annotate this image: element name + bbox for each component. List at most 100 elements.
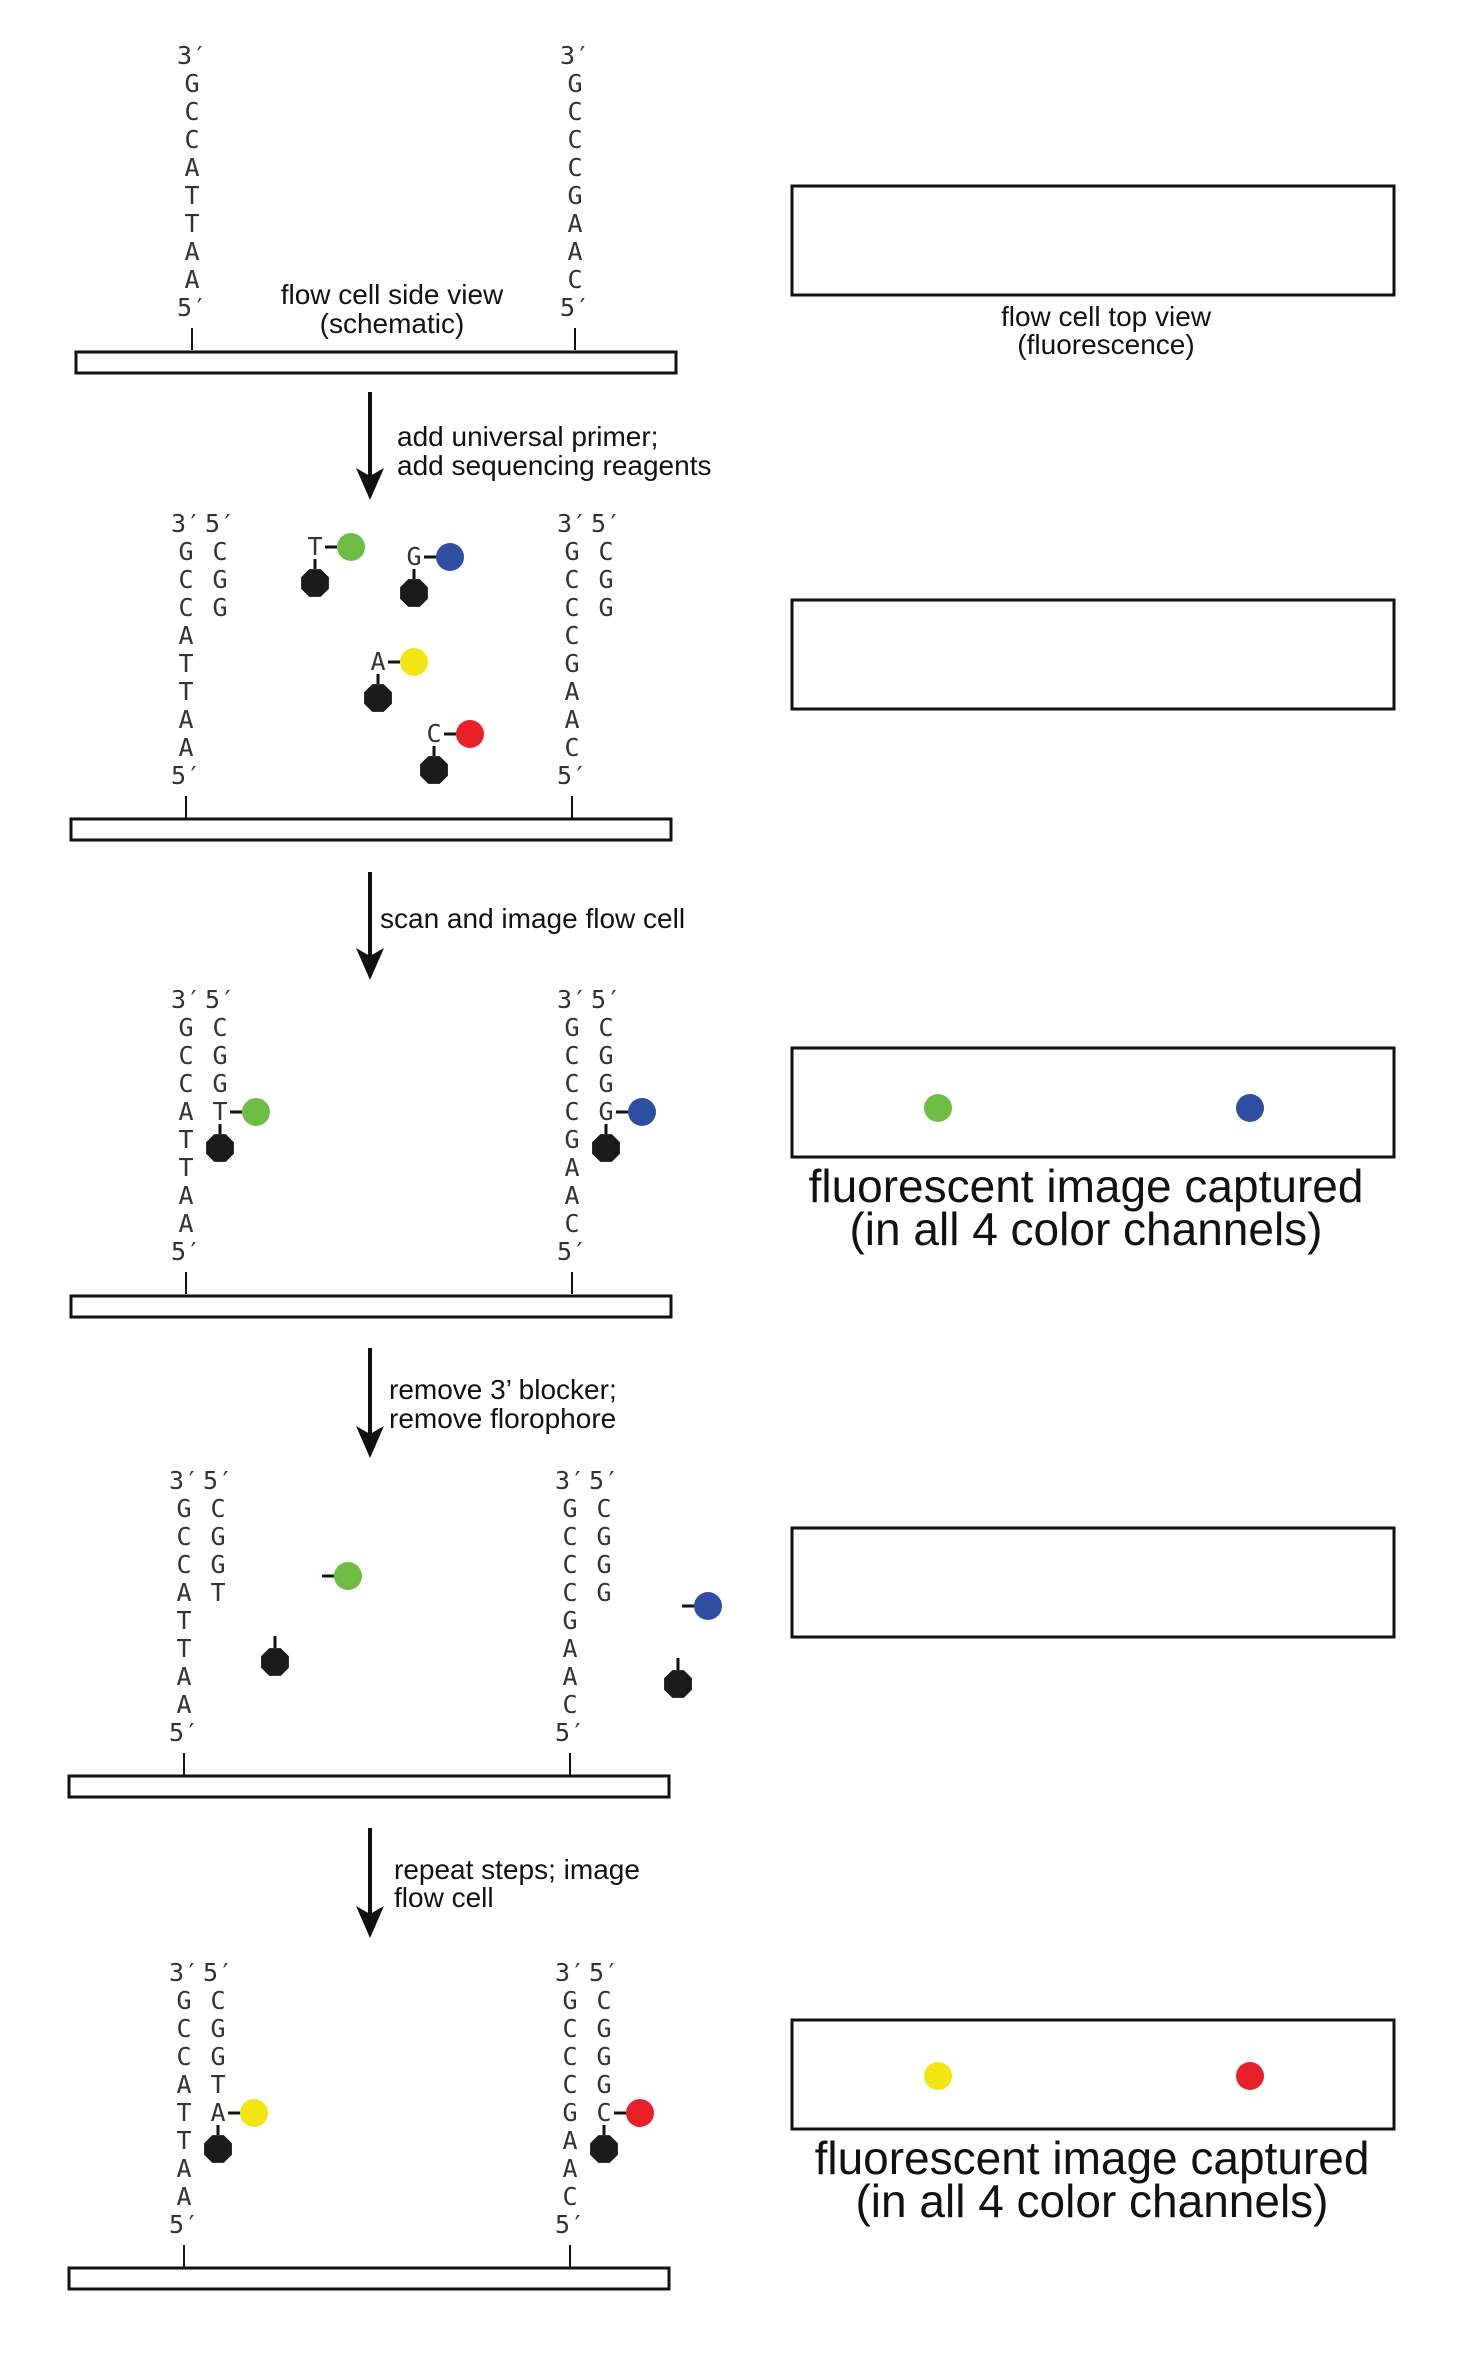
primer-base: G (210, 1550, 225, 1579)
template-base: G (564, 649, 579, 678)
template-base: C (567, 265, 582, 294)
primer-base: G (212, 1041, 227, 1070)
template-base: C (178, 1069, 193, 1098)
template-base: C (564, 733, 579, 762)
template-base: G (178, 537, 193, 566)
template-base: G (184, 69, 199, 98)
primer-5prime-label: 5′ (589, 1466, 619, 1495)
template-5prime-label: 5′ (169, 1718, 199, 1747)
fluorophore-C (626, 2099, 654, 2127)
template-base: T (184, 209, 199, 238)
primer-base: C (596, 1986, 611, 2015)
step-arrow-3: remove 3’ blocker; remove florophore (356, 1348, 617, 1458)
flow-cell-top-view (790, 598, 1396, 711)
template-3prime-label: 3′ (171, 985, 201, 1014)
template-5prime-label: 5′ (560, 293, 590, 322)
primer-5prime-label: 5′ (591, 985, 621, 1014)
template-base: T (176, 1634, 191, 1663)
primer-base: C (210, 1986, 225, 2015)
template-base: C (562, 1550, 577, 1579)
step-3-line1: remove 3’ blocker; (389, 1374, 617, 1405)
template-base: A (564, 1153, 579, 1182)
template-base: C (567, 97, 582, 126)
template-base: G (562, 2098, 577, 2127)
template-5prime-label: 5′ (169, 2210, 199, 2239)
template-3prime-label: 3′ (169, 1466, 199, 1495)
template-base: C (562, 1578, 577, 1607)
blocker-octagon (204, 2135, 232, 2163)
nucleotide-T: T (212, 1097, 227, 1126)
primer-5prime-label: 5′ (589, 1958, 619, 1987)
primer-base: C (212, 537, 227, 566)
primer-base: G (212, 1069, 227, 1098)
fluorophore-T (337, 533, 365, 561)
fluorophore-A (240, 2099, 268, 2127)
template-3prime-label: 3′ (177, 41, 207, 70)
template-base: T (178, 677, 193, 706)
template-base: C (564, 593, 579, 622)
nucleotide-A: A (370, 647, 385, 676)
incorporated-base: G (596, 2070, 611, 2099)
template-base: A (178, 621, 193, 650)
template-base: A (567, 209, 582, 238)
flow-cell-side-view (67, 2266, 671, 2291)
template-5prime-label: 5′ (171, 1237, 201, 1266)
template-base: C (184, 97, 199, 126)
fluorescent-spots (924, 1094, 1264, 1122)
step-2-line1: scan and image flow cell (380, 903, 685, 934)
template-base: A (178, 1097, 193, 1126)
step-arrow-4: repeat steps; image flow cell (356, 1828, 640, 1938)
fluorophore-G (436, 543, 464, 571)
template-base: A (562, 2154, 577, 2183)
step-3-line2: remove florophore (389, 1403, 616, 1434)
primer-base: G (598, 565, 613, 594)
template-base: G (567, 69, 582, 98)
template-base: C (178, 1041, 193, 1070)
blocker-octagon (590, 2135, 618, 2163)
step-4-line2: flow cell (394, 1882, 494, 1913)
capture-caption-line1: fluorescent image captured (809, 1160, 1364, 1212)
template-base: C (562, 2014, 577, 2043)
template-base: G (564, 1013, 579, 1042)
fluorescent-spots (924, 2062, 1264, 2090)
template-base: C (564, 1209, 579, 1238)
template-base: G (562, 1494, 577, 1523)
primer-base: C (598, 1013, 613, 1042)
primer-5prime-label: 5′ (205, 985, 235, 1014)
template-3prime-label: 3′ (557, 509, 587, 538)
template-base: T (178, 1153, 193, 1182)
template-3prime-label: 3′ (171, 509, 201, 538)
template-base: G (176, 1986, 191, 2015)
template-3prime-label: 3′ (557, 985, 587, 1014)
template-base: A (564, 677, 579, 706)
fluorophore-T (242, 1098, 270, 1126)
step-1-line1: add universal primer; (397, 421, 658, 452)
primer-base: C (596, 1494, 611, 1523)
primer-base: G (596, 2014, 611, 2043)
capture-caption-line2: (in all 4 color channels) (855, 2175, 1328, 2227)
template-base: A (176, 2070, 191, 2099)
nucleotide-A: A (210, 2098, 225, 2127)
top-view-label-line1: flow cell top view (1001, 301, 1212, 332)
template-base: C (567, 125, 582, 154)
template-3prime-label: 3′ (560, 41, 590, 70)
primer-base: G (596, 1550, 611, 1579)
template-base: A (567, 237, 582, 266)
template-5prime-label: 5′ (555, 2210, 585, 2239)
template-base: T (176, 2126, 191, 2155)
nucleotide-T: T (307, 532, 322, 561)
template-base: A (178, 733, 193, 762)
template-base: C (176, 1550, 191, 1579)
template-5prime-label: 5′ (177, 293, 207, 322)
template-base: A (184, 153, 199, 182)
template-base: C (564, 1041, 579, 1070)
flow-cell-side-view (67, 1774, 671, 1799)
template-base: A (178, 1181, 193, 1210)
